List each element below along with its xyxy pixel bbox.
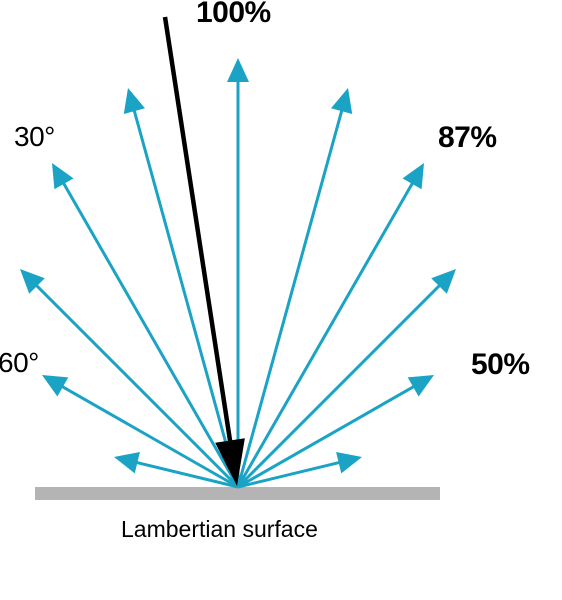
ray-right-1 <box>236 88 353 488</box>
ray-left-2 <box>52 163 240 488</box>
ray-right-4 <box>237 375 434 489</box>
surface-bar <box>35 487 440 500</box>
label-30-degrees: 30° <box>14 121 55 152</box>
ray-left-3 <box>20 269 240 489</box>
ray-left-5-shaft <box>135 460 239 489</box>
ray-right-3-head <box>431 269 456 294</box>
label-87-percent: 87% <box>438 121 497 154</box>
ray-left-4 <box>42 375 239 489</box>
ray-left-3-head <box>20 269 45 294</box>
ray-normal <box>227 58 249 487</box>
ray-right-2-head <box>402 163 424 190</box>
ray-right-1-shaft <box>236 108 344 488</box>
incident-ray-group <box>162 16 245 486</box>
ray-left-2-shaft <box>61 181 240 488</box>
ray-right-4-head <box>407 375 434 397</box>
ray-left-2-head <box>52 163 74 190</box>
ray-right-2-shaft <box>236 181 415 488</box>
label-100-percent: 100% <box>196 0 271 29</box>
incident-ray <box>162 16 245 486</box>
reflected-rays <box>20 58 456 489</box>
ray-left-3-shaft <box>34 283 240 489</box>
label-50-percent: 50% <box>471 348 530 381</box>
ray-right-4-shaft <box>237 384 416 489</box>
incident-ray-shaft <box>162 16 233 443</box>
ray-left-5 <box>114 451 239 489</box>
ray-left-1-shaft <box>132 108 240 488</box>
ray-normal-head <box>227 58 249 82</box>
ray-right-2 <box>236 163 424 488</box>
ray-right-1-head <box>331 88 353 115</box>
ray-left-1 <box>123 88 240 488</box>
ray-right-5-shaft <box>237 460 341 489</box>
ray-right-3 <box>236 269 456 489</box>
ray-right-5 <box>237 451 362 489</box>
ray-left-5-head <box>114 451 140 474</box>
ray-right-5-head <box>336 451 362 474</box>
incident-ray-head <box>215 438 245 486</box>
label-60-degrees: 60° <box>0 347 39 378</box>
ray-left-1-head <box>123 88 145 115</box>
ray-right-3-shaft <box>236 283 442 489</box>
ray-left-4-head <box>42 375 69 397</box>
surface-label: Lambertian surface <box>121 516 318 542</box>
ray-left-4-shaft <box>60 384 239 489</box>
